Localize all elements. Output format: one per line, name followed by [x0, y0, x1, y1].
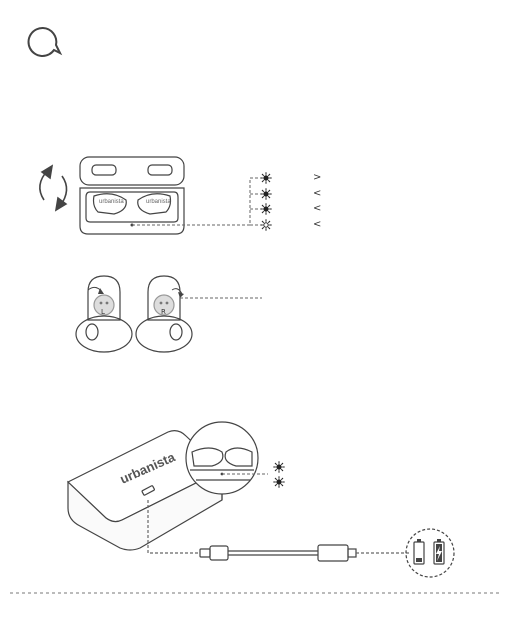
right-bud-brand-label: urbanista	[146, 199, 171, 205]
charging-led-icons	[273, 461, 284, 487]
left-earbud-mark: L	[101, 307, 105, 317]
indicator-symbol-4: <	[313, 220, 321, 230]
indicator-symbol-3: <	[313, 204, 321, 214]
led-sun-icon	[273, 461, 284, 472]
open-case-drawing	[80, 157, 184, 234]
indicator-symbol-1: >	[313, 173, 321, 183]
battery-charging-icon	[406, 529, 454, 577]
zoom-detail-drawing	[186, 422, 258, 494]
led-sun-icon	[273, 476, 284, 487]
rotate-arrows-icon	[40, 166, 67, 210]
led-sun-icon	[260, 172, 271, 183]
led-sun-icon	[260, 203, 271, 214]
right-earbud-mark: R	[161, 307, 166, 317]
led-sun-icon	[260, 188, 271, 199]
chat-bubble-icon	[29, 28, 60, 56]
led-indicator-icons	[260, 172, 271, 230]
left-bud-brand-label: urbanista	[99, 199, 124, 205]
indicator-symbol-2: <	[313, 189, 321, 199]
led-sun-icon	[260, 219, 271, 230]
